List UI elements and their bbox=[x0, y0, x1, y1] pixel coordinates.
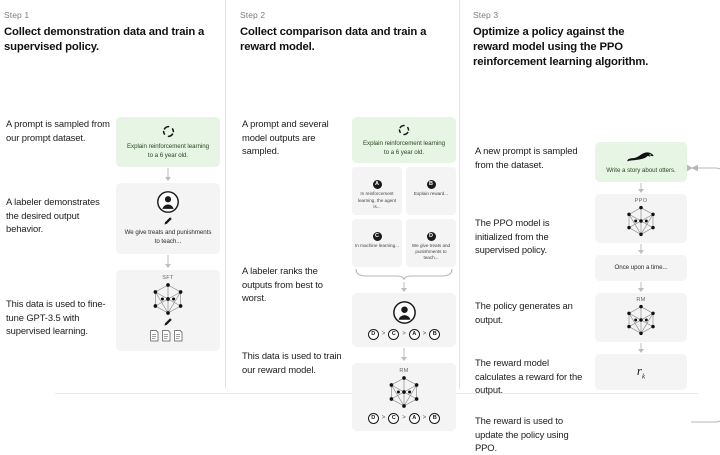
step-3-panel: Step 3 Optimize a policy against the rew… bbox=[459, 0, 720, 453]
step-2-labeler-card[interactable]: D > C > A > B bbox=[352, 292, 456, 347]
pencil-icon bbox=[122, 216, 214, 226]
three-documents-icon bbox=[122, 329, 214, 343]
rank-item: C bbox=[388, 328, 400, 340]
step-3-arrow-4 bbox=[595, 342, 687, 354]
recycle-loop-icon bbox=[122, 124, 214, 139]
step-3-prompt-caption: Write a story about otters. bbox=[606, 167, 676, 175]
output-letter-badge: B bbox=[426, 180, 436, 190]
step-3-output-caption: Once upon a time... bbox=[614, 263, 668, 271]
step-3-output-card[interactable]: Once upon a time... bbox=[595, 254, 687, 282]
neural-network-icon bbox=[601, 304, 681, 336]
step-3-title: Optimize a policy against the reward mod… bbox=[473, 26, 649, 69]
step-3-ppo-tag: PPO bbox=[634, 197, 648, 204]
rank-item: D bbox=[367, 328, 379, 340]
step-3-label: Step 3 bbox=[473, 10, 499, 20]
neural-network-icon bbox=[122, 282, 214, 316]
step-2-prompt-card[interactable]: Explain reinforcement learning to a 6 ye… bbox=[352, 117, 456, 164]
rank-item: B bbox=[429, 328, 441, 340]
rank-separator: > bbox=[402, 415, 406, 421]
step-3-desc-1: A new prompt is sampled from the dataset… bbox=[475, 145, 578, 170]
output-caption: In reinforcement learning, the agent is.… bbox=[357, 191, 397, 209]
step-1-title: Collect demonstration data and train a s… bbox=[4, 26, 205, 54]
step-2-prompt-caption: Explain reinforcement learning to a 6 ye… bbox=[362, 140, 446, 156]
step-1-arrow-2 bbox=[116, 254, 220, 270]
step-2-arrow-2 bbox=[352, 347, 456, 363]
output-caption: In machine learning... bbox=[355, 242, 399, 248]
step-3-desc-2: The PPO model is initialized from the su… bbox=[475, 217, 550, 256]
output-caption: We give treats and punishments to teach.… bbox=[411, 242, 451, 261]
panel-divider-1 bbox=[225, 0, 226, 389]
step-3-desc-5: The reward is used to update the policy … bbox=[475, 415, 569, 454]
step-3-ppo-card[interactable]: PPO bbox=[595, 193, 687, 243]
step-1-arrow-1 bbox=[116, 167, 220, 183]
neural-network-icon bbox=[601, 205, 681, 237]
rank-item: A bbox=[408, 328, 420, 340]
neural-network-icon bbox=[358, 375, 450, 409]
step-2-label: Step 2 bbox=[240, 10, 266, 20]
labeler-person-icon bbox=[122, 190, 214, 214]
rank-item: D bbox=[367, 412, 379, 424]
rank-item: A bbox=[408, 412, 420, 424]
recycle-loop-icon bbox=[358, 123, 450, 137]
step-3-arrow-1 bbox=[595, 182, 687, 194]
output-letter-badge: C bbox=[372, 231, 382, 241]
step-1-desc-2: A labeler demonstrates the desired outpu… bbox=[6, 196, 100, 235]
step-2-output-d[interactable]: D We give treats and punishments to teac… bbox=[406, 218, 456, 267]
step-1-panel: Step 1 Collect demonstration data and tr… bbox=[0, 0, 226, 407]
step-1-model-tag: SFT bbox=[162, 274, 174, 281]
step-2-outputs-grid: A In reinforcement learning, the agent i… bbox=[352, 167, 456, 267]
step-2-brace bbox=[352, 267, 456, 281]
step-2-reward-model-card[interactable]: RM bbox=[352, 362, 456, 431]
step-2-desc-3: This data is used to train our reward mo… bbox=[242, 350, 342, 375]
labeler-person-icon bbox=[358, 300, 450, 325]
rank-separator: > bbox=[422, 415, 427, 421]
step-1-desc-3: This data is used to fine-tune GPT-3.5 w… bbox=[6, 298, 106, 337]
reward-symbol-subscript: k bbox=[641, 372, 646, 381]
step-2-output-c[interactable]: C In machine learning... bbox=[352, 218, 402, 267]
otter-icon bbox=[601, 148, 681, 164]
step-1-model-card[interactable]: SFT bbox=[116, 269, 220, 351]
step-1-labeler-card[interactable]: We give treats and punishments to teach.… bbox=[116, 183, 220, 254]
output-caption: Explain reward... bbox=[413, 191, 449, 197]
step-2-desc-1: A prompt and several model outputs are s… bbox=[242, 118, 329, 157]
step-3-arrow-3 bbox=[595, 281, 687, 293]
step-1-prompt-caption: Explain reinforcement learning to a 6 ye… bbox=[126, 143, 210, 159]
step-3-prompt-card[interactable]: Write a story about otters. bbox=[595, 142, 687, 182]
step-2-rm-ranking: D > C > A > B bbox=[358, 412, 450, 424]
rank-separator: > bbox=[381, 415, 386, 421]
step-3-reward-model-card[interactable]: RM bbox=[595, 293, 687, 343]
step-2-output-a[interactable]: A In reinforcement learning, the agent i… bbox=[352, 167, 402, 215]
rlhf-diagram: Step 1 Collect demonstration data and tr… bbox=[0, 0, 720, 407]
step-2-rm-tag: RM bbox=[399, 367, 409, 374]
step-1-prompt-card[interactable]: Explain reinforcement learning to a 6 ye… bbox=[116, 117, 220, 168]
step-1-labeler-caption: We give treats and punishments to teach.… bbox=[124, 229, 212, 246]
step-2-title: Collect comparison data and train a rewa… bbox=[240, 26, 427, 54]
panel-divider-2 bbox=[459, 0, 460, 389]
step-2-desc-2: A labeler ranks the outputs from best to… bbox=[242, 265, 323, 304]
rank-separator: > bbox=[381, 331, 386, 337]
pencil-icon bbox=[122, 317, 214, 327]
step-2-panel: Step 2 Collect comparison data and train… bbox=[226, 0, 459, 431]
rank-separator: > bbox=[402, 331, 406, 337]
output-letter-badge: A bbox=[372, 180, 382, 190]
rank-item: C bbox=[388, 412, 400, 424]
reward-symbol-base: r bbox=[636, 363, 642, 379]
step-3-desc-3: The policy generates an output. bbox=[475, 300, 573, 325]
step-2-labeler-ranking: D > C > A > B bbox=[358, 328, 450, 340]
rank-separator: > bbox=[422, 331, 427, 337]
step-3-reward-card[interactable]: rk bbox=[595, 354, 687, 390]
step-1-desc-1: A prompt is sampled from our prompt data… bbox=[6, 118, 110, 143]
output-letter-badge: D bbox=[426, 231, 436, 241]
ppo-update-loop-arrow bbox=[685, 142, 720, 447]
step-3-desc-4: The reward model calculates a reward for… bbox=[475, 357, 583, 396]
step-3-rm-tag: RM bbox=[636, 297, 646, 304]
step-1-label: Step 1 bbox=[4, 10, 30, 20]
step-3-arrow-2 bbox=[595, 243, 687, 255]
step-2-output-b[interactable]: B Explain reward... bbox=[406, 167, 456, 215]
step-2-arrow-1 bbox=[352, 281, 456, 293]
reward-symbol: rk bbox=[636, 363, 646, 381]
rank-item: B bbox=[429, 412, 441, 424]
